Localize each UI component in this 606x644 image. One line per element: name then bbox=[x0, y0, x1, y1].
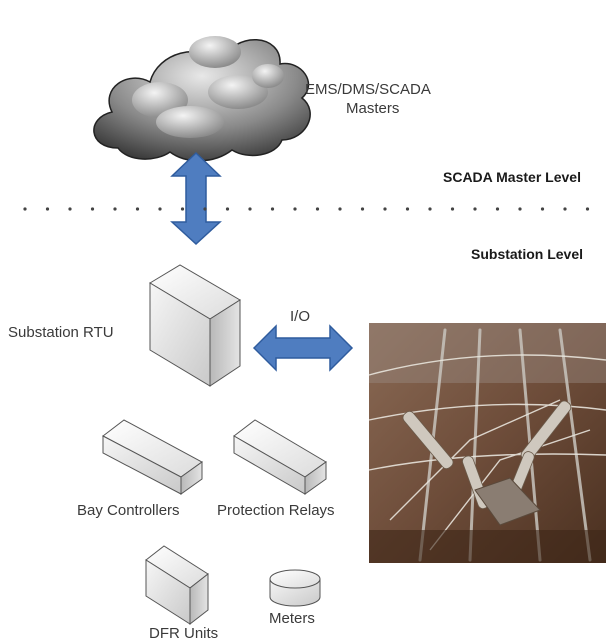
meters-cylinder bbox=[269, 569, 321, 607]
divider-dot bbox=[158, 207, 162, 211]
meters-label: Meters bbox=[269, 610, 315, 627]
divider-dot bbox=[90, 207, 95, 211]
divider-dot bbox=[270, 207, 275, 211]
divider-dot bbox=[135, 207, 140, 211]
divider-dot bbox=[315, 207, 320, 211]
dfr-units-box bbox=[145, 545, 209, 626]
divider-dot bbox=[585, 207, 590, 211]
divider-dot bbox=[473, 207, 477, 211]
substation-rtu-box bbox=[149, 264, 241, 387]
divider-dot bbox=[180, 207, 185, 211]
level-divider-dots bbox=[23, 207, 590, 211]
divider-dot bbox=[248, 207, 252, 211]
divider-dot bbox=[450, 207, 455, 211]
substation-level-label: Substation Level bbox=[471, 246, 584, 262]
masters-label-line2: Masters bbox=[346, 100, 400, 117]
divider-dot bbox=[518, 207, 522, 211]
divider-dot bbox=[405, 207, 410, 211]
io-double-arrow bbox=[252, 324, 354, 372]
divider-dot bbox=[383, 207, 387, 211]
divider-dot bbox=[203, 207, 207, 211]
divider-dot bbox=[540, 207, 545, 211]
bay-controllers-label: Bay Controllers bbox=[77, 502, 180, 519]
divider-dot bbox=[225, 207, 230, 211]
cloud-icon bbox=[93, 36, 311, 162]
substation-rtu-label: Substation RTU bbox=[8, 324, 114, 341]
divider-dot bbox=[428, 207, 432, 211]
vertical-double-arrow bbox=[170, 151, 222, 246]
divider-dot bbox=[360, 207, 365, 211]
bay-controllers-box bbox=[102, 419, 203, 495]
io-label: I/O bbox=[290, 308, 311, 325]
protection-relays-box bbox=[233, 419, 327, 495]
divider-dot bbox=[338, 207, 342, 211]
divider-dot bbox=[45, 207, 50, 211]
divider-dot bbox=[495, 207, 500, 211]
divider-dot bbox=[113, 207, 117, 211]
dfr-units-label: DFR Units bbox=[149, 625, 219, 642]
divider-dot bbox=[23, 207, 27, 211]
protection-relays-label: Protection Relays bbox=[217, 502, 335, 519]
masters-label-line1: EMS/DMS/SCADA bbox=[305, 81, 431, 98]
divider-dot bbox=[68, 207, 72, 211]
substation-photo bbox=[368, 323, 606, 563]
divider-dot bbox=[563, 207, 567, 211]
divider-dot bbox=[293, 207, 297, 211]
scada-master-level-label: SCADA Master Level bbox=[443, 169, 581, 185]
